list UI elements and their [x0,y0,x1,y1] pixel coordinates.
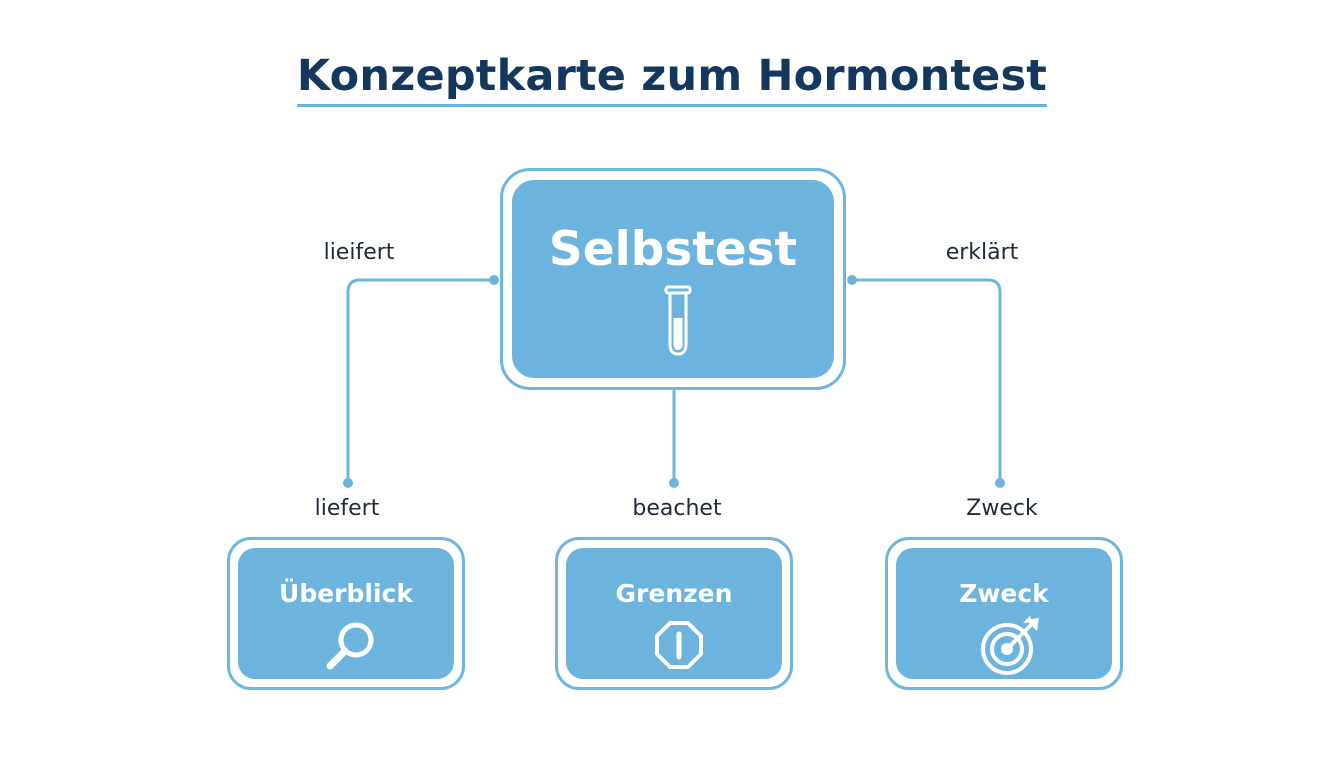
child-node-3-fill: Zweck [896,548,1112,679]
stop-sign-icon [649,616,709,681]
edge-label-child-3: Zweck [966,496,1038,521]
edge-label-top-right: erklärt [945,240,1019,265]
connector-right [852,278,1002,483]
edge-label-child-1: liefert [314,496,380,521]
child-node-zweck: Zweck [885,537,1123,690]
child-node-3-label: Zweck [959,579,1049,608]
child-node-1-fill: Überblick [238,548,454,679]
target-arrow-icon [979,616,1043,681]
connector-left-end-dot [343,478,353,488]
edge-label-top-left: lieifert [323,240,395,265]
connector-center-end-dot [669,478,679,488]
connector-left [346,278,494,483]
center-node-label: Selbstest [548,222,798,277]
connector-right-start-dot [847,275,857,285]
magnifier-icon [321,616,381,681]
page-title: Konzeptkarte zum Hormontest [0,52,1344,108]
center-node-fill: Selbstest [512,180,834,378]
center-node-selbstest: Selbstest [500,168,846,390]
child-node-1-label: Überblick [279,579,413,608]
connector-right-end-dot [995,478,1005,488]
child-node-2-label: Grenzen [615,579,733,608]
child-node-2-fill: Grenzen [566,548,782,679]
connector-left-start-dot [489,275,499,285]
title-text: Konzeptkarte zum Hormontest [296,52,1048,108]
child-node-ueberblick: Überblick [227,537,465,690]
child-node-grenzen: Grenzen [555,537,793,690]
edge-label-child-2: beachet [632,496,722,521]
test-tube-icon [663,284,693,363]
